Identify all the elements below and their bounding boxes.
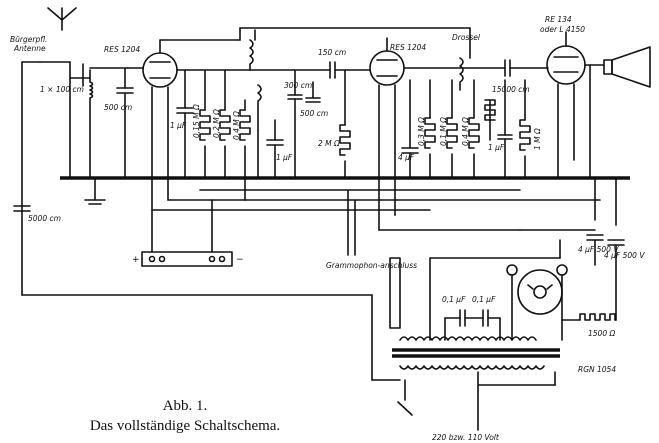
drossel-label: Drossel [452, 33, 481, 42]
bias-battery [141, 251, 233, 267]
cap-1uf-c-label: 1 µF [488, 143, 505, 152]
choke-1500-ohm [579, 313, 616, 321]
antenna-label-2: Antenne [13, 44, 46, 53]
antenna-label: Bürgerpfl. [10, 35, 47, 44]
res-015ma-label: 0,15 M Ω [192, 104, 201, 138]
cap-4uf-500v-a-label: 4 µF 500 V [578, 245, 619, 254]
res-2m-label: 2 M Ω [318, 139, 340, 148]
interstage-coil-2 [257, 84, 262, 131]
rectifier-tube-rgn1054 [517, 269, 563, 315]
rectifier-label: RGN 1054 [578, 365, 616, 374]
pilot-lamp-left [506, 264, 518, 276]
cap-1uf-a-label: 1 µF [170, 121, 187, 130]
cap-500b-label: 500 cm [300, 109, 328, 118]
pickup-label: Grammophon-anschluss [326, 261, 417, 270]
cap-01uf-b-label: 0,1 µF [472, 295, 496, 304]
input-coil [89, 69, 94, 179]
figure-caption: Das vollständige Schaltschema. [89, 418, 281, 434]
tube3-label: RE 134 [545, 15, 572, 24]
tube3-label-2: oder L 4150 [540, 25, 585, 34]
res-1500-label: 1500 Ω [588, 329, 615, 338]
tube-re134-output [546, 31, 586, 85]
interstage-coil [249, 29, 256, 71]
antenna-symbol [47, 7, 77, 31]
loudspeaker-icon [584, 46, 651, 88]
drossel-coil [459, 57, 464, 91]
res-02ma-label: 0,2 M Ω [212, 109, 221, 138]
battery-plus: + [132, 255, 140, 265]
cap-01uf-a-label: 0,1 µF [442, 295, 466, 304]
battery-minus: − [236, 255, 244, 265]
power-transformer [389, 239, 561, 370]
cap-15000-label: 15000 cm [492, 85, 530, 94]
cap-150-label: 150 cm [318, 48, 346, 57]
resistor-bank-1 [199, 69, 251, 201]
tube1-label: RES 1204 [104, 45, 140, 54]
cap-4uf-label: 4 µF [398, 153, 415, 162]
cap-variable-label: 1 × 100 cm [40, 85, 84, 94]
res-03ma-label: 0,3 M Ω [417, 117, 426, 146]
cap-ground-label: 5000 cm [28, 214, 61, 223]
pilot-lamp-right [556, 264, 568, 276]
cap-300-label: 300 cm [284, 81, 312, 90]
resistor-bank-2 [424, 79, 496, 179]
cap-500-label: 500 cm [104, 103, 132, 112]
res-04ma-b-label: 0,4 M Ω [461, 117, 470, 146]
res-1m-label: 1 M Ω [533, 128, 542, 150]
figure-number: Abb. 1. [162, 398, 208, 414]
res-04ma-label: 0,4 M Ω [232, 111, 241, 140]
mains-switch [397, 401, 413, 416]
cap-4uf-500v-b-label: 4 µF 500 V [604, 251, 645, 260]
res-01ma-label: 0,1 M Ω [439, 117, 448, 146]
cap-1uf-b-label: 1 µF [276, 153, 293, 162]
tube-res1204-1 [142, 39, 178, 88]
mains-voltage-label: 220 bzw. 110 Volt [432, 433, 500, 442]
tube2-label: RES 1204 [390, 43, 426, 52]
